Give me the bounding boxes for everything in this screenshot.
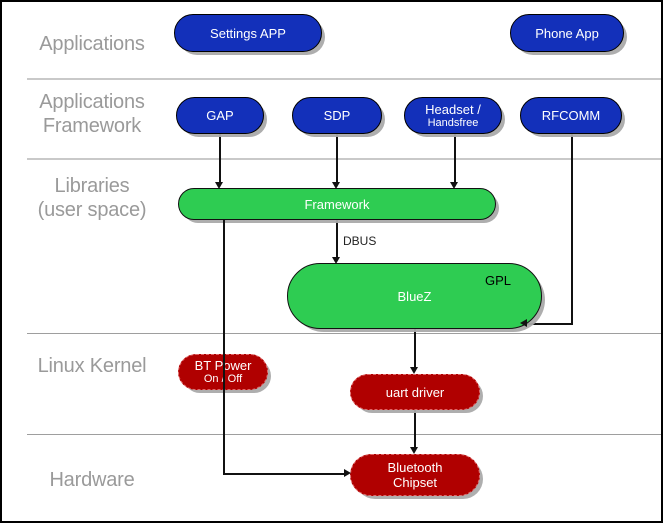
separator-applications — [27, 78, 661, 80]
separator-linux-kernel — [27, 434, 661, 435]
node-framework[interactable]: Framework — [178, 188, 496, 220]
node-bluez-gpl-tag: GPL — [485, 273, 512, 288]
node-gap-label: GAP — [206, 108, 234, 123]
node-bluez[interactable]: BlueZ — [287, 263, 542, 329]
band-label-libraries: Libraries (user space) — [37, 175, 147, 221]
arrowhead-headset-framework — [450, 182, 458, 189]
arrowhead-framework-bluez — [332, 257, 340, 264]
node-settings-app[interactable]: Settings APP — [174, 14, 322, 52]
separator-applications-framework — [27, 158, 661, 160]
node-sdp[interactable]: SDP — [292, 97, 382, 134]
node-uart-driver-label: uart driver — [385, 384, 445, 400]
edge-headset-to-framework — [454, 133, 456, 183]
separator-libraries — [27, 333, 661, 334]
arrowhead-uart-chipset — [410, 447, 418, 454]
edge-framework-to-bluez — [336, 219, 338, 259]
node-bt-power[interactable]: BT Power On / Off — [178, 354, 268, 390]
band-label-linux-kernel: Linux Kernel — [37, 355, 147, 377]
band-label-applications-framework: Applications Framework — [39, 91, 145, 137]
edge-label-dbus: DBUS — [343, 234, 377, 248]
edge-sdp-to-framework — [336, 133, 338, 183]
node-phone-app-label: Phone App — [535, 25, 599, 41]
edge-uart-to-chipset — [414, 410, 416, 449]
band-label-applications: Applications — [39, 33, 145, 55]
node-settings-app-label: Settings APP — [210, 25, 286, 41]
node-phone-app[interactable]: Phone App — [510, 14, 624, 52]
node-bluetooth-chipset-label: Bluetooth — [387, 460, 443, 475]
edge-left-to-chipset — [223, 473, 346, 475]
node-rfcomm-label: RFCOMM — [541, 108, 601, 123]
node-bluetooth-chipset-sublabel: Chipset — [392, 475, 438, 490]
node-headset-sublabel: Handsfree — [427, 116, 479, 129]
node-headset-label: Headset / — [425, 101, 481, 117]
arrowhead-bluez-uart — [410, 367, 418, 374]
edge-bluez-to-uart — [414, 329, 416, 369]
edge-framework-down-left — [223, 219, 225, 474]
node-headset-handsfree[interactable]: Headset / Handsfree — [404, 97, 502, 134]
node-sdp-label: SDP — [323, 108, 351, 123]
arrowhead-rfcomm-bluez — [520, 319, 527, 327]
node-bluez-label: BlueZ — [397, 288, 432, 304]
band-label-hardware: Hardware — [49, 469, 135, 491]
edge-rfcomm-down — [571, 133, 573, 325]
edge-rfcomm-left — [526, 323, 572, 325]
arrowhead-sdp-framework — [332, 182, 340, 189]
node-rfcomm[interactable]: RFCOMM — [520, 97, 622, 134]
arrowhead-left-chipset — [344, 469, 351, 477]
node-uart-driver[interactable]: uart driver — [350, 374, 480, 410]
node-gap[interactable]: GAP — [176, 97, 264, 134]
arrowhead-gap-framework — [215, 182, 223, 189]
node-bluetooth-chipset[interactable]: Bluetooth Chipset — [350, 454, 480, 496]
edge-gap-to-framework — [219, 133, 221, 183]
node-framework-label: Framework — [304, 196, 370, 212]
